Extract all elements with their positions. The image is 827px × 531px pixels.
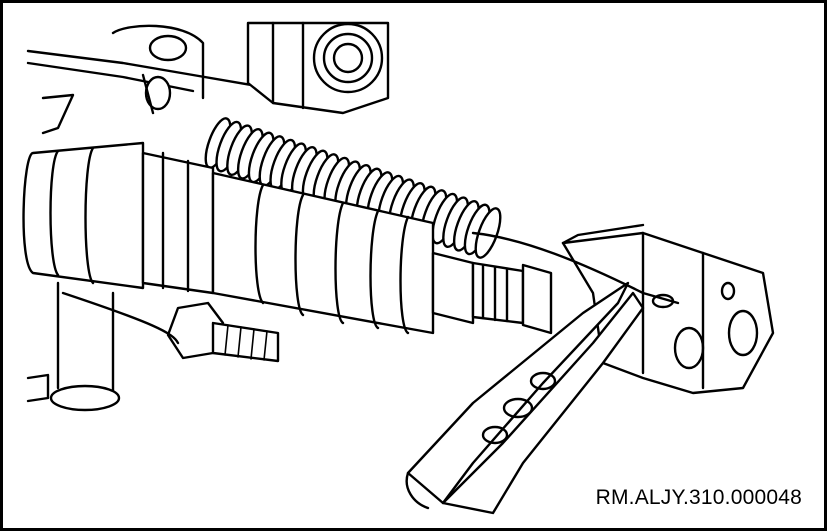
return-spring: [204, 117, 502, 259]
snap-ring-pliers: [405, 281, 645, 515]
figure-reference-code: RM.ALJY.310.000048: [595, 486, 802, 509]
upper-bracket: [26, 24, 265, 135]
mounting-bolt: [26, 281, 280, 412]
technical-illustration: [22, 21, 775, 515]
cable-housing: [22, 141, 553, 335]
top-nut: [246, 21, 390, 115]
cable-end: [471, 231, 680, 309]
